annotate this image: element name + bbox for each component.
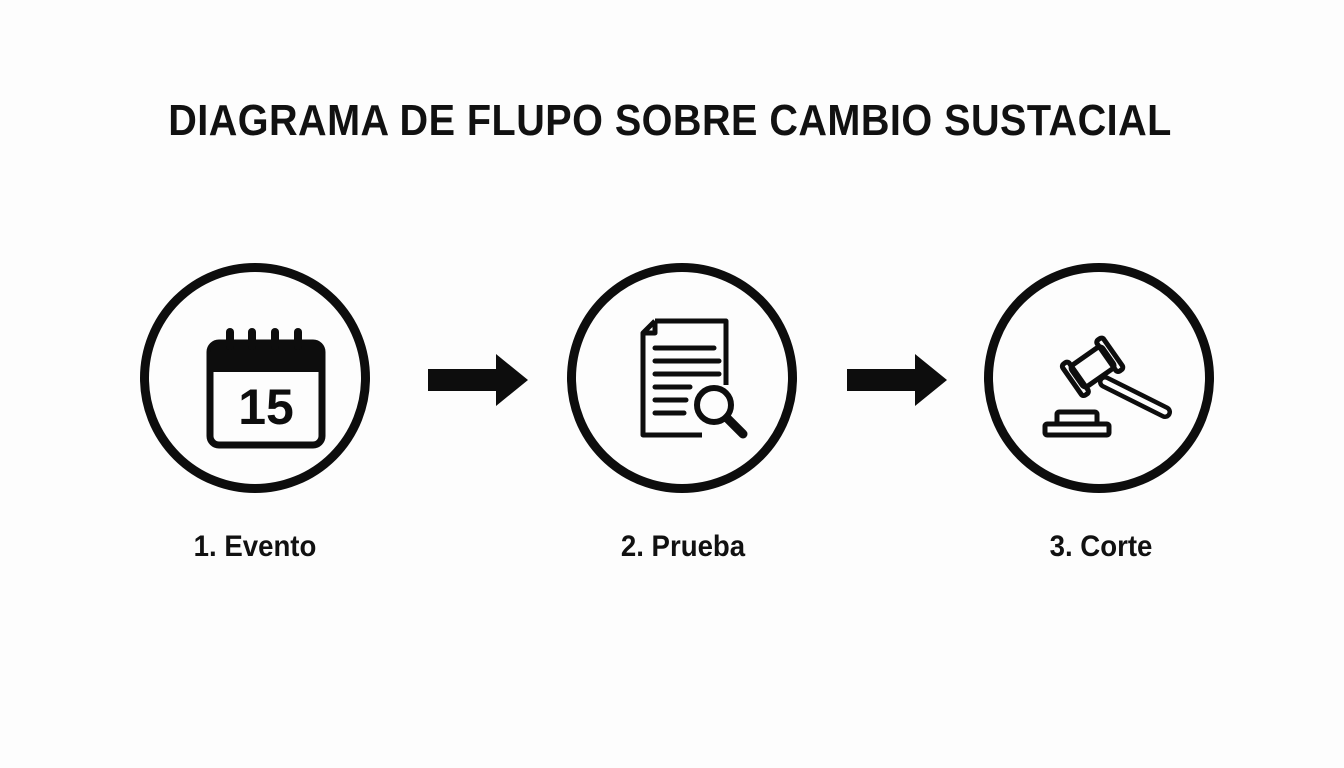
step-1-node: 15 bbox=[140, 263, 370, 493]
step-3-label: 3. Corte bbox=[1049, 530, 1153, 563]
diagram-title: DIAGRAMA DE FLUPO SOBRE CAMBIO SUSTACIAL bbox=[168, 96, 1172, 145]
document-search-icon bbox=[640, 318, 748, 439]
gavel-icon bbox=[1042, 335, 1172, 438]
step-2-node bbox=[567, 263, 797, 493]
step-2-label: 2. Prueba bbox=[620, 530, 746, 563]
calendar-icon: 15 bbox=[206, 328, 326, 449]
arrow-right-icon bbox=[428, 354, 528, 406]
step-1-label: 1. Evento bbox=[193, 530, 317, 563]
calendar-day-number: 15 bbox=[238, 379, 294, 435]
arrow-right-icon bbox=[847, 354, 947, 406]
step-3-node bbox=[984, 263, 1214, 493]
